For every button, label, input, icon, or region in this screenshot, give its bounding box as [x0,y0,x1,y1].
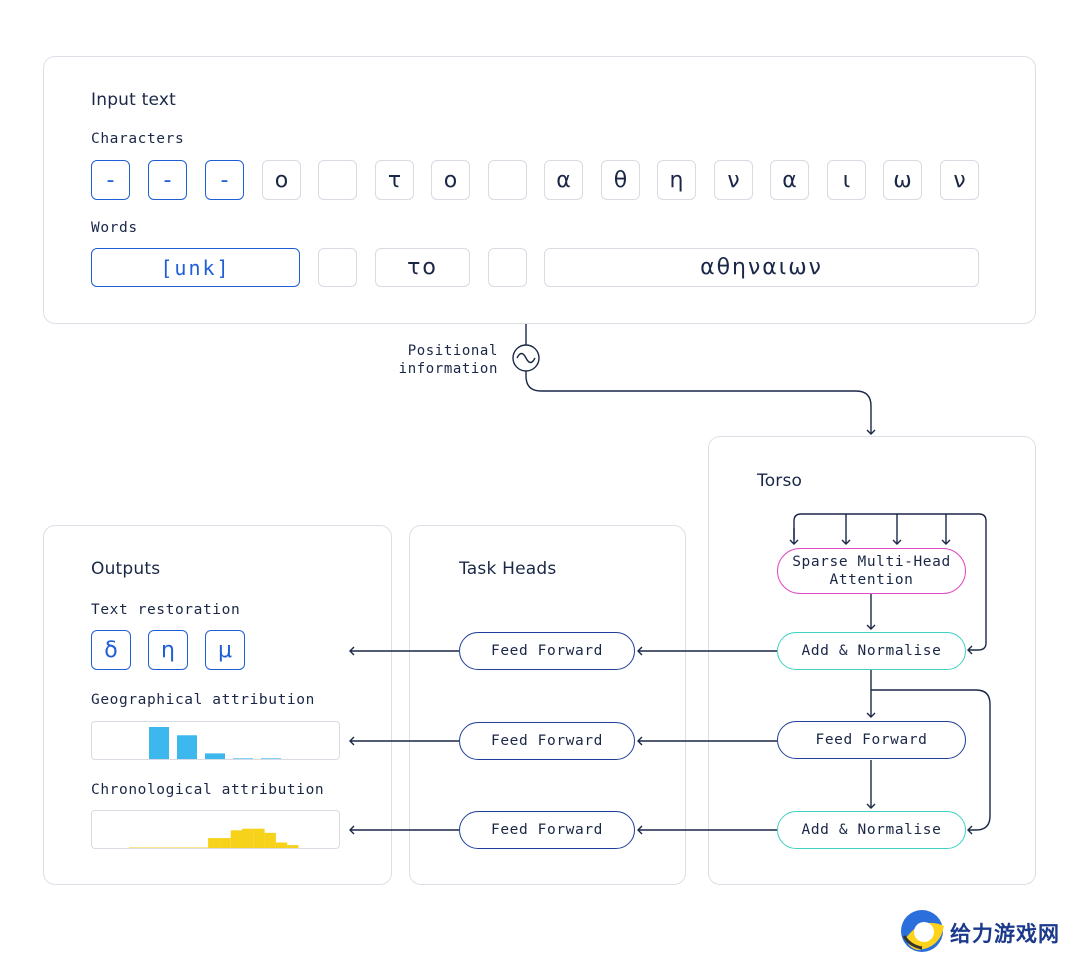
char-token: ν [714,160,753,200]
chronological-bar [185,847,197,848]
chronological-bar [208,838,220,848]
masked-char-token: - [205,160,244,200]
word-token: αθηναιων [544,248,979,287]
task-head-geographical: Feed Forward [459,722,635,760]
chronological-bar [151,847,163,848]
chronological-bar [129,847,141,848]
char-token: θ [601,160,640,200]
space-word-token [488,248,527,287]
task-heads-title: Task Heads [459,559,557,579]
geographical-chart [91,721,340,760]
geographical-bar [261,758,281,759]
char-token: ι [827,160,866,200]
chronological-bar [253,828,265,848]
torso-title: Torso [757,471,803,491]
space-char-token [488,160,527,200]
outputs-title: Outputs [91,559,161,579]
residual-arrow-2 [871,689,991,835]
geographical-bar [233,758,253,759]
geographical-bar [177,735,197,759]
unknown-word-token: [unk] [91,248,300,287]
chronological-bar [219,838,231,848]
chronological-bar [275,842,288,848]
positional-info-label: Positional information [392,342,498,378]
char-token: η [657,160,696,200]
chronological-bar [162,847,175,848]
chronological-bar [287,845,299,848]
chronological-bar [174,847,186,848]
input-to-torso-arrow [525,371,876,435]
restored-char-3: μ [205,630,245,670]
residual-arrow-1 [793,513,987,655]
char-token: ω [883,160,922,200]
restored-char-2: η [148,630,188,670]
task-heads-panel [409,525,686,885]
geographical-attribution-label: Geographical attribution [91,692,315,708]
char-token: α [544,160,583,200]
site-logo-icon [901,910,944,952]
torso-feed-forward-block: Feed Forward [777,721,966,759]
chronological-bar [230,830,242,848]
site-logo-text: 给力游戏网 [950,922,1060,946]
task-head-chronological: Feed Forward [459,811,635,849]
text-restoration-label: Text restoration [91,602,241,618]
chronological-bar [140,847,152,848]
chronological-attribution-label: Chronological attribution [91,782,325,798]
word-token: το [375,248,470,287]
char-token: τ [375,160,414,200]
geographical-bar [205,753,225,759]
chronological-chart [91,810,340,849]
chronological-bar [242,828,254,848]
attention-line-2: Attention [829,572,914,588]
words-label: Words [91,220,138,236]
masked-char-token: - [91,160,130,200]
char-token: ν [940,160,979,200]
char-token: ο [431,160,470,200]
geographical-chart-svg [149,727,281,759]
masked-char-token: - [148,160,187,200]
positional-line-1: Positional [407,343,498,359]
space-char-token [318,160,357,200]
chronological-chart-svg [129,828,299,848]
sparse-attention-block: Sparse Multi-Head Attention [777,548,966,594]
positional-wave-icon [512,344,540,372]
restored-char-1: δ [91,630,131,670]
input-text-title: Input text [91,90,176,110]
characters-label: Characters [91,131,185,147]
add-normalise-block-2: Add & Normalise [777,811,966,849]
add-normalise-block-1: Add & Normalise [777,632,966,670]
space-word-token [318,248,357,287]
task-head-restoration: Feed Forward [459,632,635,670]
chronological-bar [196,847,209,848]
positional-line-2: information [398,361,498,377]
char-token: α [770,160,809,200]
char-token: ο [262,160,301,200]
chronological-bar [264,832,276,848]
attention-line-1: Sparse Multi-Head [792,554,951,570]
geographical-bar [149,727,169,759]
